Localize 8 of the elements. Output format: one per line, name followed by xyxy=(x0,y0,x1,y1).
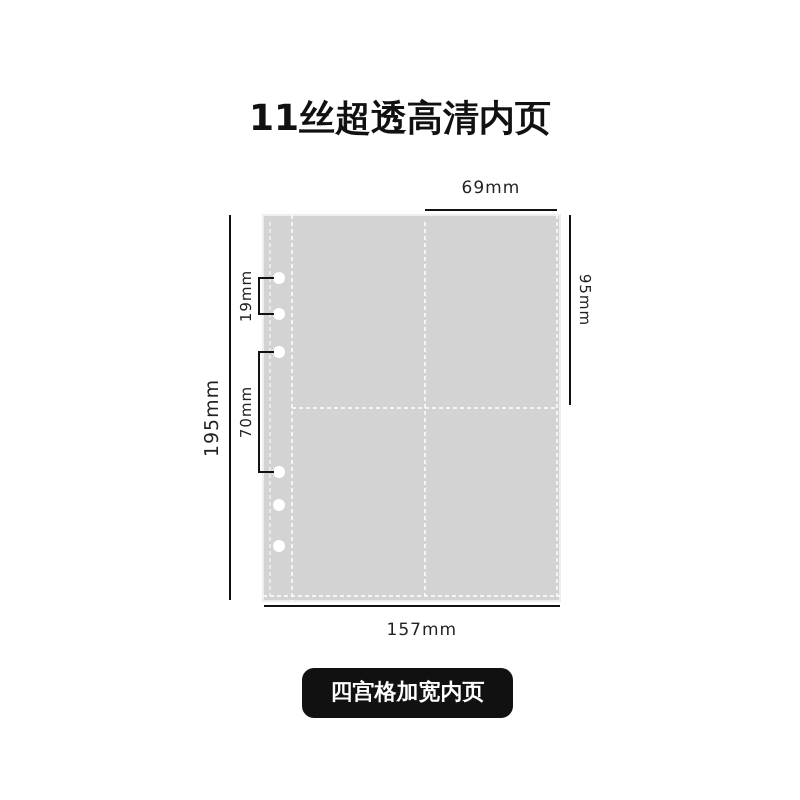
dimension-label: 95mm xyxy=(576,274,594,326)
dimension-label: 19mm xyxy=(237,270,256,322)
dimension-label: 157mm xyxy=(386,620,458,640)
dimension-label: 69mm xyxy=(462,178,520,198)
caption: 四宫格加宽内页 xyxy=(302,668,513,718)
title: 11丝超透高清内页 xyxy=(248,97,552,141)
dimension-label: 195mm xyxy=(201,378,224,458)
dimension-label: 70mm xyxy=(237,386,256,438)
